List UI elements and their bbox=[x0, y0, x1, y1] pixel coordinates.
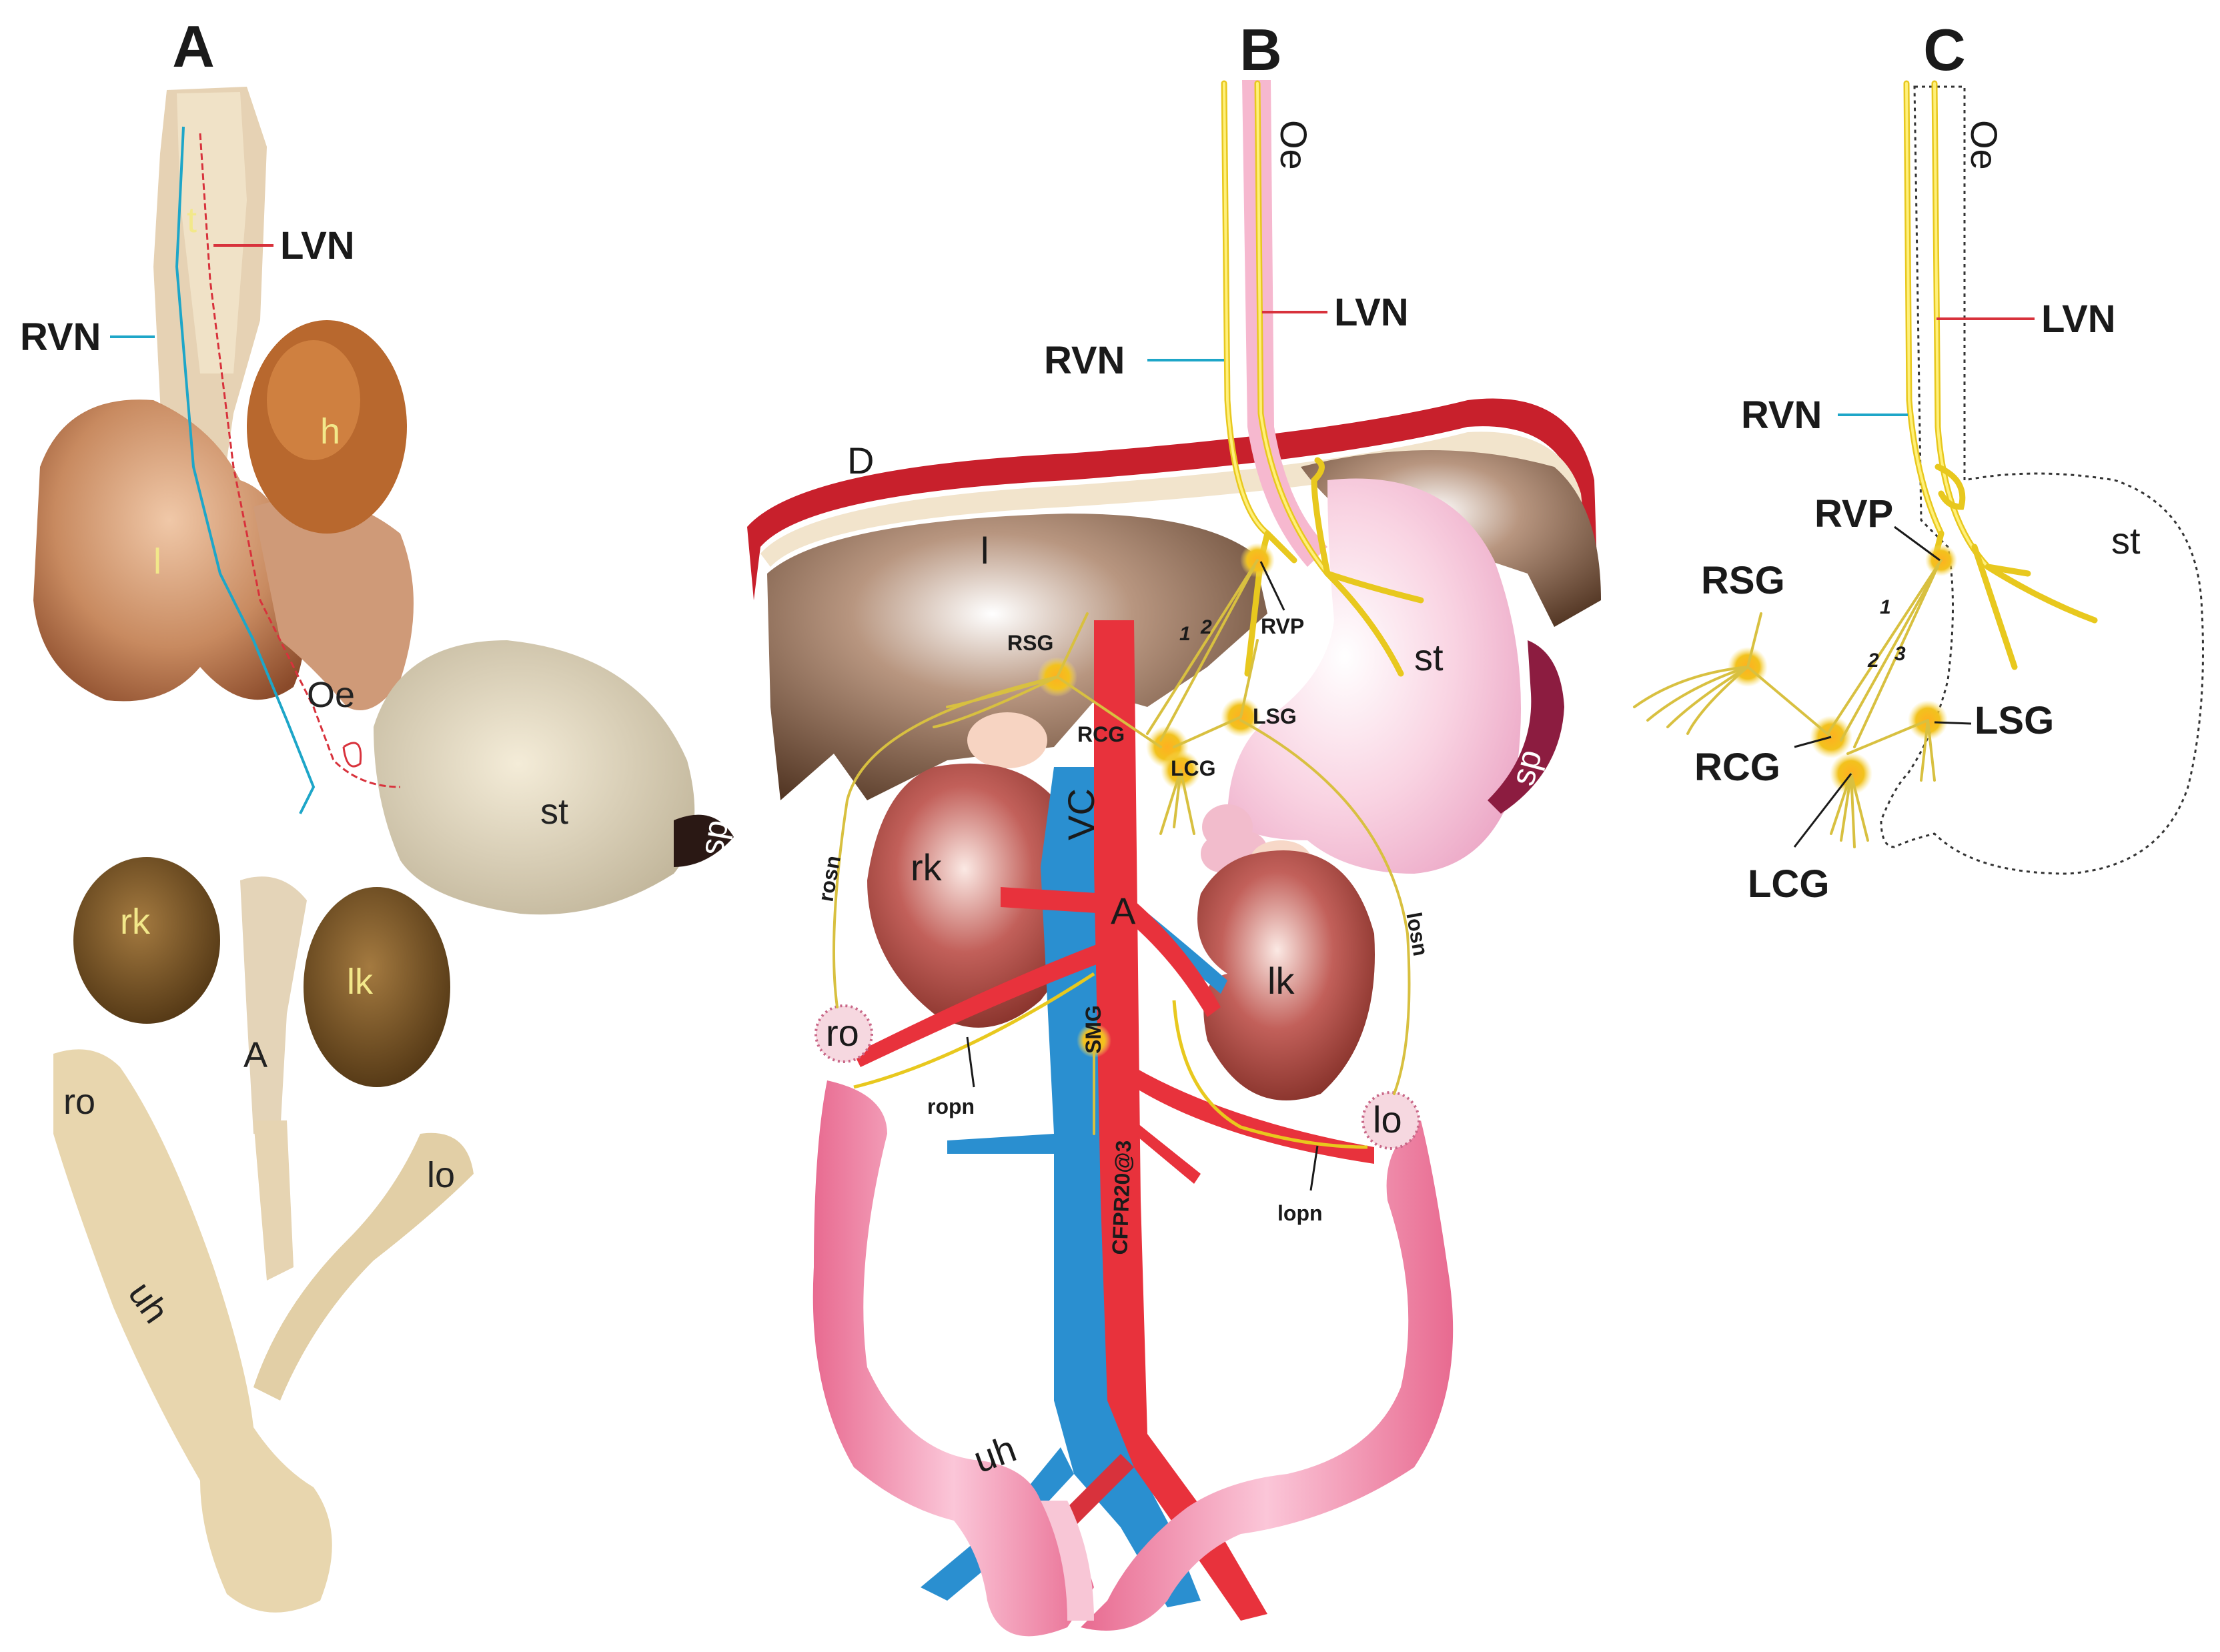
panel-b-watermark: CFPR20@3 bbox=[1107, 1140, 1135, 1255]
panel-b-lsg-label: LSG bbox=[1253, 704, 1297, 728]
panel-b-smg-label: SMG bbox=[1081, 1005, 1105, 1054]
panel-c-rvn-label: RVN bbox=[1741, 393, 1822, 437]
uterine-horns bbox=[812, 1080, 1094, 1637]
panel-a-rvn-label: RVN bbox=[20, 315, 101, 359]
panel-b-ro-label: ro bbox=[826, 1012, 859, 1054]
panel-b-rvn-label: RVN bbox=[1044, 339, 1125, 382]
left-ovary bbox=[1361, 1091, 1420, 1150]
panel-a-lvn-label: LVN bbox=[280, 224, 355, 267]
panel-b-ropn-label: ropn bbox=[927, 1094, 975, 1118]
liver-photo bbox=[33, 399, 306, 702]
right-ovary bbox=[814, 1004, 873, 1063]
panel-c-n2-label: 2 bbox=[1867, 650, 1879, 672]
spleen-photo bbox=[674, 814, 734, 867]
panel-b-vc-label: VC bbox=[1060, 788, 1102, 840]
panel-c: C Oe LVN RVN RVP st RSG LSG RCG LCG 1 2 … bbox=[1633, 17, 2204, 906]
panel-a-rk-label: rk bbox=[120, 902, 151, 942]
panel-b-rosn-label: rosn bbox=[813, 854, 845, 904]
panel-b-letter: B bbox=[1239, 17, 1282, 83]
panel-b-lcg-label: LCG bbox=[1171, 756, 1216, 780]
panel-b-lvn-label: LVN bbox=[1334, 291, 1409, 334]
panel-a-oe-label: Oe bbox=[307, 675, 355, 715]
panel-b-a-label: A bbox=[1111, 890, 1136, 932]
uterine-horns-photo bbox=[53, 1049, 332, 1613]
left-vagus-trace bbox=[199, 133, 401, 788]
panel-c-rcg-label: RCG bbox=[1694, 746, 1780, 789]
panel-a-st-label: st bbox=[540, 792, 568, 832]
panel-b-rsg-label: RSG bbox=[1007, 631, 1053, 655]
panel-c-lvn-label: LVN bbox=[2041, 297, 2116, 341]
panel-a: A LVN RVN t h l Oe st sp rk lk A ro lo u… bbox=[20, 13, 735, 1613]
panel-c-letter: C bbox=[1923, 17, 1966, 83]
panel-b-losn-label: losn bbox=[1402, 910, 1433, 958]
panel-b-lo-label: lo bbox=[1373, 1098, 1402, 1140]
losn-nerve bbox=[1239, 719, 1411, 1095]
left-kidney bbox=[1197, 850, 1375, 1100]
panel-b-lopn-label: lopn bbox=[1277, 1201, 1323, 1225]
diaphragm bbox=[747, 398, 1598, 600]
ropn-nerve bbox=[853, 972, 1095, 1089]
liver bbox=[767, 514, 1267, 800]
panel-c-oe-label: Oe bbox=[1963, 120, 2005, 170]
lopn-nerve bbox=[1172, 1000, 1368, 1149]
panel-c-lsg-label: LSG bbox=[1975, 699, 2054, 742]
aorta bbox=[1094, 620, 1267, 1621]
right-kidney bbox=[867, 763, 1083, 1028]
panel-c-rsg-label: RSG bbox=[1701, 559, 1785, 602]
stomach-photo bbox=[374, 640, 695, 915]
stomach bbox=[1227, 478, 1521, 874]
right-kidney-photo bbox=[73, 857, 220, 1024]
stomach-outline-c bbox=[1880, 85, 2204, 875]
panel-b-lk-label: lk bbox=[1267, 960, 1295, 1002]
panel-a-sp-label: sp bbox=[692, 817, 735, 858]
right-vagus-trace bbox=[175, 126, 316, 814]
panel-b: B Oe LVN RVN D l RVP st sp RSG LSG RCG L… bbox=[747, 17, 1601, 1637]
panel-a-t-label: t bbox=[187, 200, 197, 240]
panel-b-oe-label: Oe bbox=[1273, 120, 1315, 170]
panel-b-n1-label: 1 bbox=[1179, 623, 1191, 645]
panel-c-lcg-label: LCG bbox=[1748, 862, 1829, 906]
panel-a-lk-label: lk bbox=[347, 962, 374, 1002]
panel-a-a-label: A bbox=[243, 1035, 267, 1075]
panel-c-n3-label: 3 bbox=[1894, 643, 1906, 665]
oesophagus-b bbox=[1242, 80, 1327, 567]
rosn-nerve bbox=[832, 676, 1059, 1008]
spleen bbox=[1488, 640, 1564, 814]
panel-a-l-label: l bbox=[153, 542, 161, 582]
panel-a-ro-label: ro bbox=[63, 1082, 95, 1122]
panel-b-n2-label: 2 bbox=[1200, 616, 1212, 638]
panel-b-rvp-label: RVP bbox=[1261, 614, 1304, 638]
left-kidney-photo bbox=[304, 887, 450, 1087]
panel-b-st-label: st bbox=[1414, 636, 1444, 678]
panel-b-d-label: D bbox=[847, 440, 874, 482]
panel-a-h-label: h bbox=[320, 411, 340, 452]
panel-a-lo-label: lo bbox=[427, 1155, 455, 1195]
panel-b-rk-label: rk bbox=[911, 846, 943, 888]
panel-b-l-label: l bbox=[981, 530, 989, 572]
left-vagus-nerve-c bbox=[1931, 80, 2098, 624]
panel-c-n1-label: 1 bbox=[1880, 596, 1891, 618]
panel-b-rcg-label: RCG bbox=[1077, 722, 1125, 746]
panel-a-letter: A bbox=[172, 13, 215, 79]
panel-c-rvp-label: RVP bbox=[1814, 492, 1893, 536]
panel-c-st-label: st bbox=[2111, 520, 2141, 562]
